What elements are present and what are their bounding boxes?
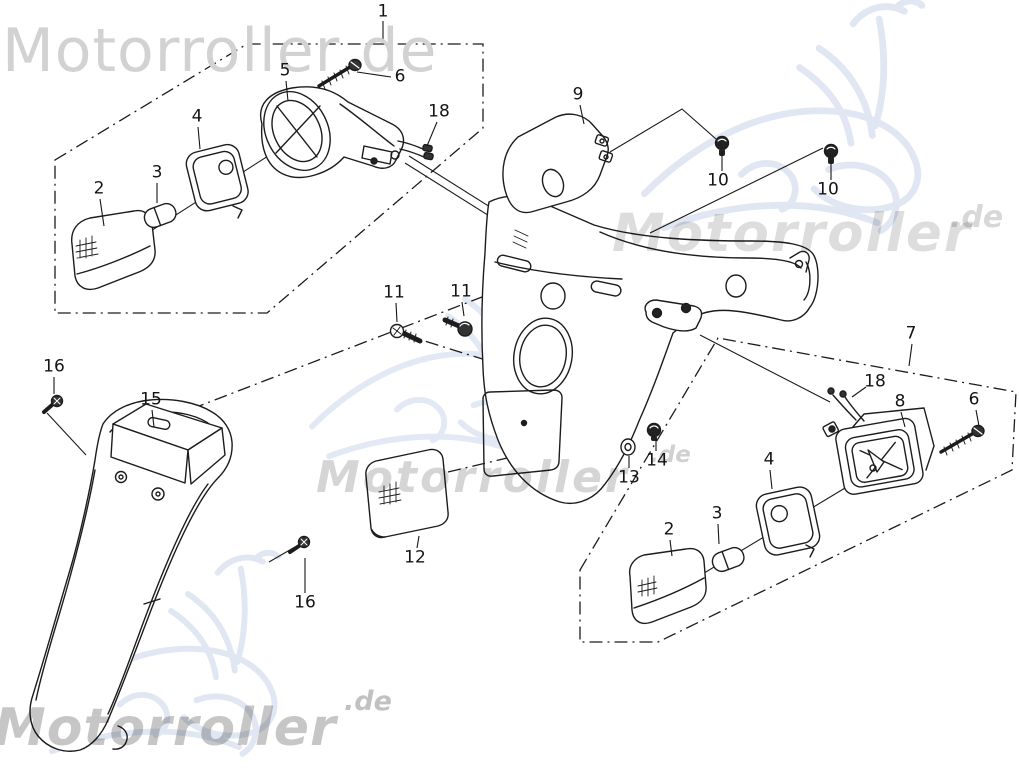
right-wires-18-drawing xyxy=(827,387,865,422)
callout-leader-lines xyxy=(53,21,980,593)
right-gasket-drawing xyxy=(755,486,821,558)
mudflap-mount-pointer-line xyxy=(167,296,483,419)
scooter-watermark-top-right xyxy=(641,0,926,234)
left-lens-drawing xyxy=(71,209,156,291)
inner-flap-bracket-drawing xyxy=(502,113,614,214)
left-bulb-drawing xyxy=(143,202,177,229)
screw-16a-pointer xyxy=(46,412,87,456)
rear-fender-drawing xyxy=(481,195,819,505)
screw-10b-pointer xyxy=(649,147,824,234)
nut-14-drawing xyxy=(646,422,662,441)
screw-10a-pointer xyxy=(609,108,717,153)
mud-flap-bracket-drawing xyxy=(110,403,226,501)
screw-16b-drawing xyxy=(288,535,311,554)
right-housing-drawing xyxy=(822,407,935,495)
left-screw-6-drawing xyxy=(317,58,362,90)
screw-11a-drawing xyxy=(389,323,423,344)
screw-11b-drawing xyxy=(442,316,473,337)
left-wires-18-drawing xyxy=(397,140,434,161)
mud-flap-drawing xyxy=(29,398,233,752)
reflector-drawing xyxy=(365,448,449,539)
washer-13-drawing xyxy=(620,438,636,456)
right-bulb-drawing xyxy=(711,546,745,573)
screw-10b-drawing xyxy=(823,143,839,164)
right-lens-drawing xyxy=(628,547,707,625)
screw-16a-drawing xyxy=(42,394,64,414)
left-gasket-drawing xyxy=(185,143,249,219)
left-housing-drawing xyxy=(259,86,405,179)
assembly-7-boundary xyxy=(579,337,1017,643)
assembly-1-boundary xyxy=(54,43,484,314)
right-screw-6-drawing xyxy=(939,424,985,456)
assembly-7-mount-pointer xyxy=(699,334,831,403)
